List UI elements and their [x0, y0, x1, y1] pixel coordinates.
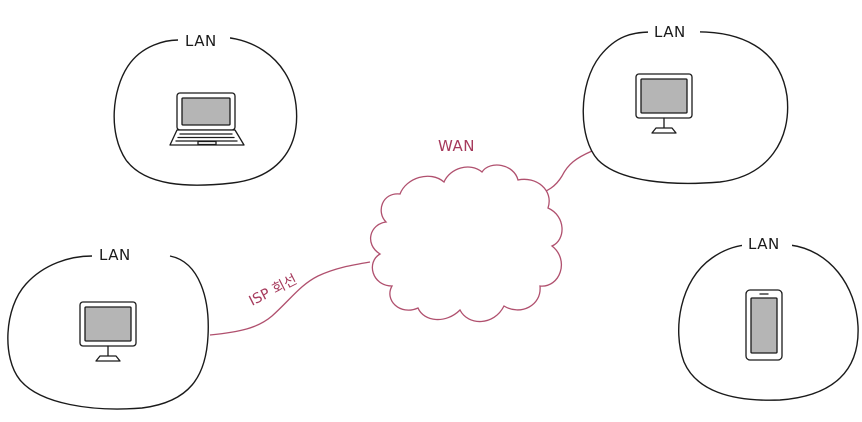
smartphone-icon — [745, 289, 783, 361]
isp-link-line — [209, 261, 371, 336]
lan-label: LAN — [748, 235, 780, 253]
lan-label: LAN — [185, 32, 217, 50]
lan-zone-bottom-left: LAN — [7, 246, 209, 410]
lan-label: LAN — [99, 246, 131, 264]
wan-cloud — [370, 164, 563, 323]
desktop-monitor-icon — [79, 301, 137, 362]
isp-line-label: ISP 회선 — [247, 272, 300, 310]
lan-zone-top-left: LAN — [113, 32, 298, 186]
laptop-icon — [169, 92, 245, 146]
lan-zone-bottom-right: LAN — [678, 235, 859, 401]
lan-zone-top-right: LAN — [582, 23, 789, 185]
desktop-monitor-icon — [635, 73, 693, 134]
wan-label: WAN — [438, 137, 475, 155]
lan-label: LAN — [654, 23, 686, 41]
